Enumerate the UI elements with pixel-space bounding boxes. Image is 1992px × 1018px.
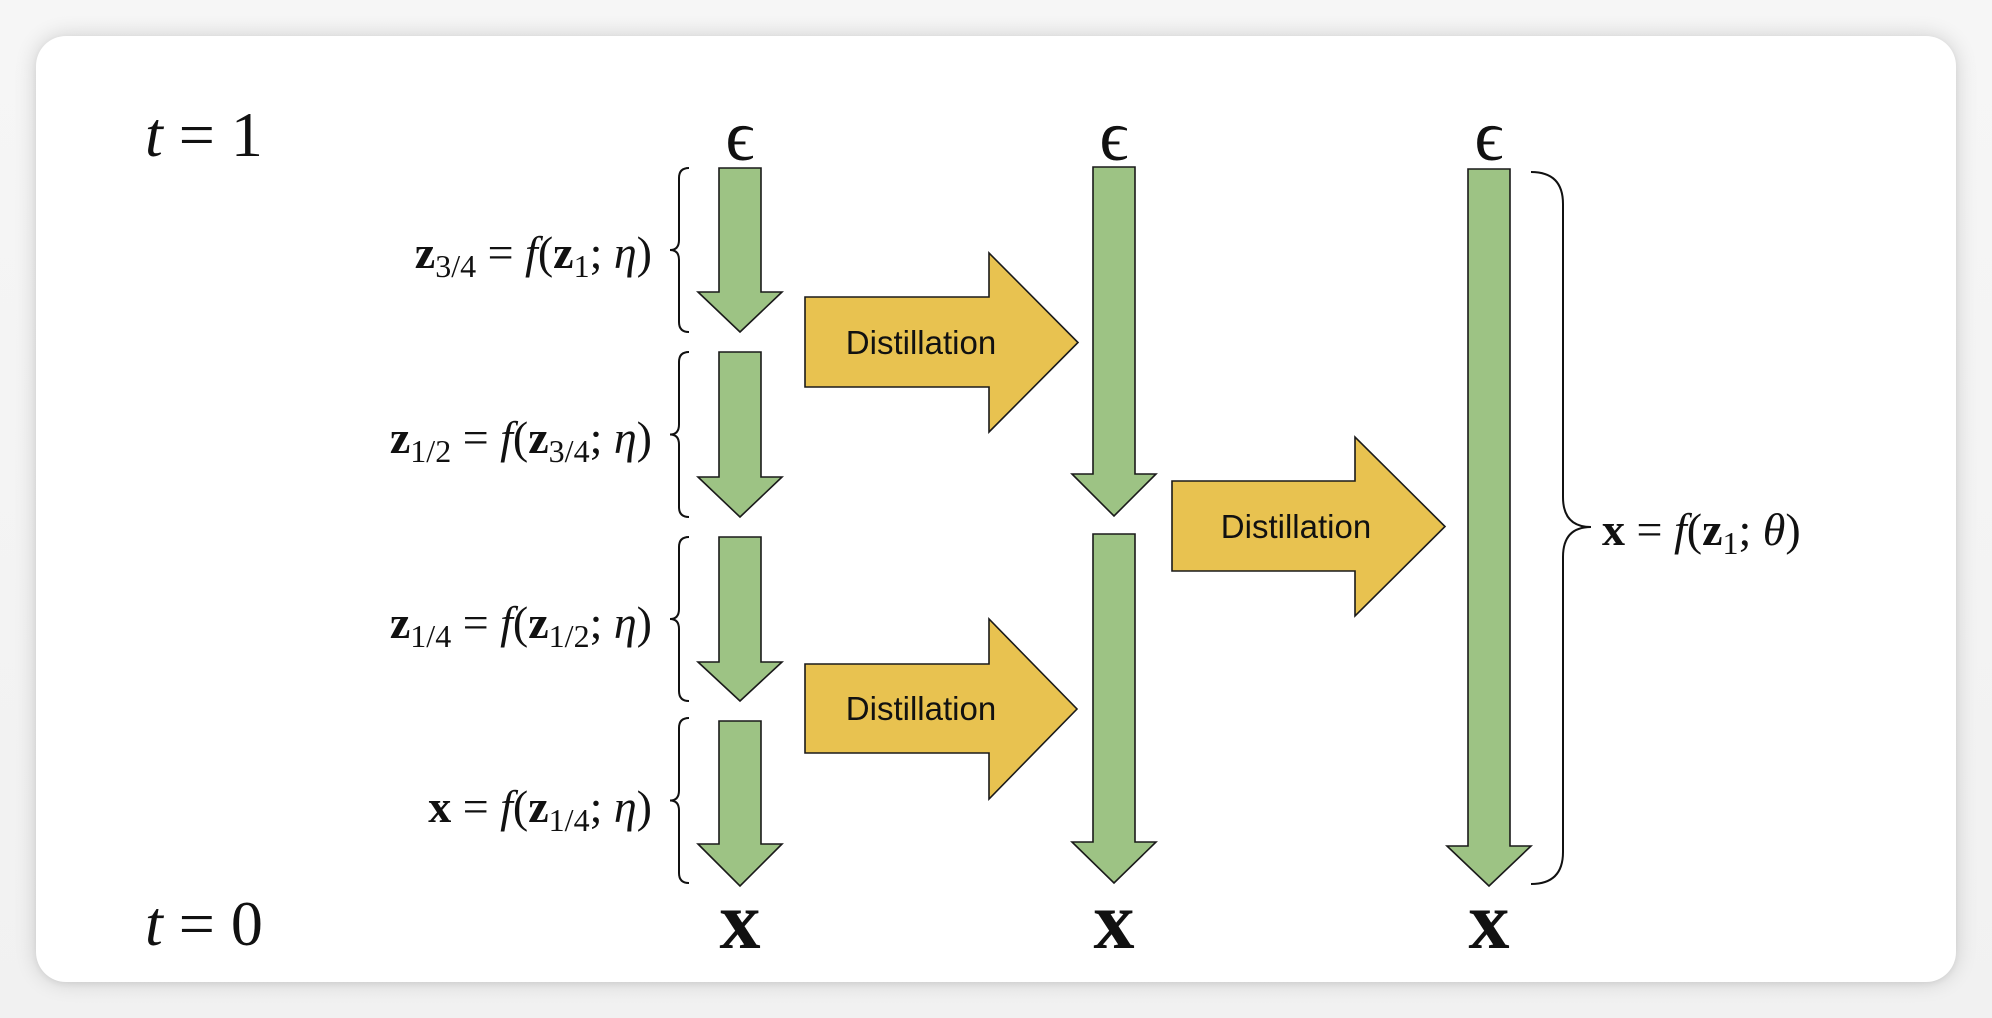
step-arrow-col2-1 [1070,166,1158,518]
distillation-arrow-1 [804,251,1080,434]
step-equation-2: z1/2 = f(z3/4; η) [390,412,652,469]
eq-separator: ; [590,597,614,648]
eq-equals: = [451,597,500,648]
column-1-end-symbol: x [720,875,761,966]
step-equation-1: z3/4 = f(z1; η) [415,227,652,284]
eq-param: η [614,227,637,278]
column-3-start-symbol: ϵ [1474,96,1503,176]
figure-card [36,36,1956,982]
step-arrow-col1-4 [696,720,784,888]
eq-arg: z [528,781,548,832]
column-2-start-symbol: ϵ [1099,96,1128,176]
column-2-end-symbol: x [1094,875,1135,966]
step-equation-4: x = f(z1/4; η) [428,781,652,838]
time-op: = [163,888,231,959]
eq-arg: z [553,227,573,278]
brace-step-1 [669,167,690,333]
eq-lhs-subscript: 3/4 [435,248,476,284]
eq-paren-close: ) [1785,504,1800,555]
eq-equals: = [451,781,500,832]
time-value: 0 [231,888,263,959]
eq-param: θ [1763,504,1786,555]
time-label-bottom: t = 0 [145,888,263,959]
eq-separator: ; [590,781,614,832]
eq-separator: ; [590,227,614,278]
eq-paren-open: ( [513,412,528,463]
eq-lhs: x [428,781,451,832]
time-var: t [145,888,165,959]
step-arrow-col1-2 [696,351,784,519]
distillation-arrow-2 [804,617,1079,801]
eq-separator: ; [1738,504,1762,555]
eq-arg-subscript: 1 [574,248,590,284]
eq-equals: = [1625,504,1674,555]
brace-step-2 [669,351,690,518]
eq-paren-close: ) [637,781,652,832]
brace-step-3 [669,536,690,702]
step-arrow-col2-2 [1070,533,1158,885]
eq-lhs: z [415,227,435,278]
eq-arg: z [528,597,548,648]
column-3-end-symbol: x [1469,875,1510,966]
eq-paren-open: ( [538,227,553,278]
distillation-label-1: Distillation [846,324,996,361]
time-value: 1 [231,99,263,170]
eq-lhs-subscript: 1/4 [410,618,451,654]
final-equation: x = f(z1; θ) [1602,504,1801,561]
eq-param: η [614,597,637,648]
step-arrow-col1-3 [695,536,785,703]
eq-arg-subscript: 1/4 [549,802,590,838]
brace-single-step [1530,171,1592,885]
eq-arg-subscript: 3/4 [549,433,590,469]
eq-paren-close: ) [637,412,652,463]
eq-paren-close: ) [637,597,652,648]
step-arrow-col3-1 [1445,168,1533,888]
eq-paren-close: ) [637,227,652,278]
eq-equals: = [451,412,500,463]
eq-arg: z [1702,504,1722,555]
distillation-label-3: Distillation [1221,508,1371,545]
eq-param: η [614,781,637,832]
eq-paren-open: ( [513,597,528,648]
distillation-label-2: Distillation [846,690,996,727]
time-label-top: t = 1 [145,99,263,170]
eq-paren-open: ( [513,781,528,832]
eq-param: η [614,412,637,463]
step-equation-3: z1/4 = f(z1/2; η) [390,597,652,654]
time-op: = [163,99,231,170]
distillation-arrow-3 [1171,435,1447,618]
eq-lhs: z [390,412,410,463]
arrows-layer [669,166,1592,888]
eq-lhs: z [390,597,410,648]
brace-step-4 [669,717,690,884]
column-1-start-symbol: ϵ [725,96,754,176]
step-arrow-col1-1 [696,167,784,334]
eq-lhs-subscript: 1/2 [410,433,451,469]
eq-arg-subscript: 1/2 [549,618,590,654]
eq-equals: = [476,227,525,278]
eq-paren-open: ( [1687,504,1702,555]
eq-lhs: x [1602,504,1625,555]
equations-layer: z3/4 = f(z1; η) z1/2 = f(z3/4; η) z1/4 = f… [390,227,1801,838]
eq-arg: z [528,412,548,463]
eq-arg-subscript: 1 [1722,525,1738,561]
eq-separator: ; [590,412,614,463]
time-var: t [145,99,165,170]
